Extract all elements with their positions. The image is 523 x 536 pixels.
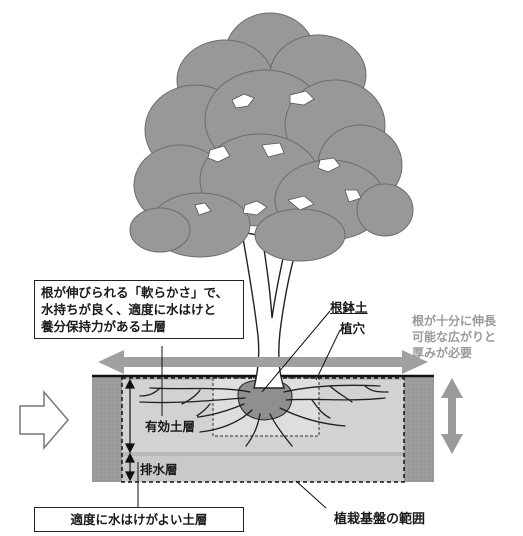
growth-space-note: 根が十分に伸長 可能な広がりと 厚みが必要 — [412, 314, 497, 360]
leader-lines — [137, 310, 341, 510]
drainage-layer-label: 排水層 — [140, 462, 178, 477]
drainage-note: 適度に水はけがよい土層 — [34, 507, 244, 532]
horizontal-spread-arrow — [98, 350, 428, 374]
planting-base-range-label: 植栽基盤の範囲 — [334, 512, 426, 527]
vertical-thickness-arrow — [441, 378, 463, 454]
layer-thickness-markers — [125, 378, 135, 482]
outline-arrow-icon — [19, 389, 69, 451]
tree-trunk — [241, 231, 301, 389]
tree-canopy — [129, 12, 414, 262]
soil-condition-note: 根が伸びられる「軟らかさ」で、 水持ちが良く、適度に水はけと 養分保持力がある土… — [34, 280, 244, 339]
canopy-gaps — [194, 90, 362, 216]
soil-left-wall — [92, 376, 122, 482]
soil-right-wall — [404, 376, 434, 482]
root-ball-soil-label: 根鉢土 — [330, 300, 368, 315]
drainage-layer-band — [92, 456, 434, 482]
planting-hole-label: 植穴 — [340, 321, 366, 336]
effective-soil-layer-label: 有効土層 — [143, 416, 198, 435]
